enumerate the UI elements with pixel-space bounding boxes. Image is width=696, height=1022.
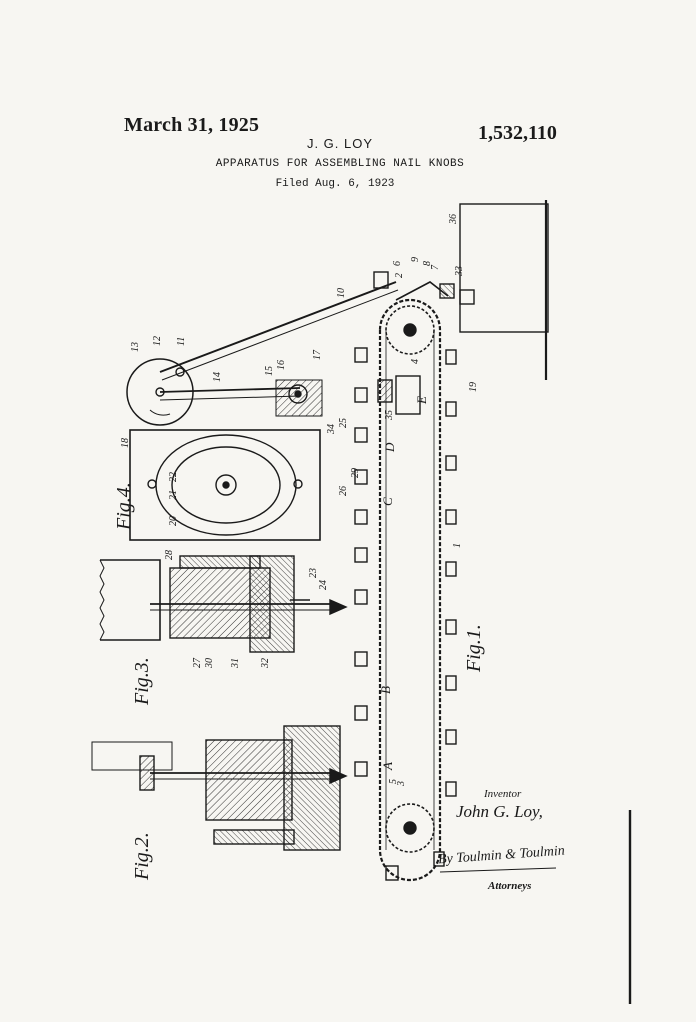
numeral-21: 21 <box>168 490 179 500</box>
box-36 <box>460 204 548 332</box>
station-letter-e: E <box>414 396 429 405</box>
numeral-24: 24 <box>318 580 329 590</box>
reference-numerals: 1 2 3 4 5 6 7 8 9 10 11 12 13 14 15 16 1… <box>120 214 479 787</box>
numeral-17: 17 <box>312 349 323 360</box>
numeral-13: 13 <box>130 342 141 352</box>
numeral-36: 36 <box>448 214 459 225</box>
numeral-15: 15 <box>264 366 275 376</box>
fig1-label: Fig.1. <box>463 624 485 673</box>
numeral-14: 14 <box>212 372 223 382</box>
numeral-22: 22 <box>168 472 179 482</box>
numeral-34: 34 <box>326 424 337 435</box>
numeral-6: 6 <box>392 261 403 266</box>
station-letter-b: B <box>378 686 393 694</box>
numeral-32: 32 <box>260 658 271 669</box>
numeral-1: 1 <box>452 543 463 548</box>
right-run-holders <box>386 350 456 880</box>
numeral-28: 28 <box>164 550 175 560</box>
numeral-25: 25 <box>338 418 349 428</box>
numeral-30: 30 <box>204 658 215 669</box>
numeral-26: 26 <box>338 486 349 496</box>
numeral-27: 27 <box>192 657 203 668</box>
numeral-11: 11 <box>176 337 187 346</box>
numeral-5: 5 <box>388 779 399 784</box>
numeral-18: 18 <box>120 438 131 448</box>
inventor-label: Inventor <box>484 788 521 800</box>
attorneys-label: Attorneys <box>488 880 531 892</box>
station-letter-a: A <box>380 762 395 771</box>
numeral-4: 4 <box>410 359 421 364</box>
numeral-16: 16 <box>276 360 287 370</box>
numeral-2: 2 <box>394 273 405 278</box>
numeral-9: 9 <box>410 257 421 262</box>
numeral-12: 12 <box>152 336 163 346</box>
numeral-35: 35 <box>384 410 395 421</box>
numeral-10: 10 <box>336 288 347 298</box>
fig2-section <box>92 726 346 850</box>
fig4-label: Fig.4. <box>113 482 135 531</box>
numeral-31: 31 <box>230 658 241 669</box>
station-letter-c: C <box>380 497 395 506</box>
numeral-20: 20 <box>168 516 179 526</box>
numeral-33: 33 <box>454 266 465 277</box>
fig4-plate <box>130 430 320 540</box>
left-run-holders <box>355 348 367 776</box>
numeral-19: 19 <box>468 382 479 392</box>
inventor-signature: John G. Loy, <box>456 802 543 822</box>
station-letter-d: D <box>382 442 397 453</box>
fig3-label: Fig.3. <box>131 657 153 706</box>
numeral-23: 23 <box>308 568 319 578</box>
fig2-label: Fig.2. <box>131 832 153 881</box>
numeral-29: 29 <box>350 468 361 478</box>
numeral-8: 8 <box>422 261 433 266</box>
